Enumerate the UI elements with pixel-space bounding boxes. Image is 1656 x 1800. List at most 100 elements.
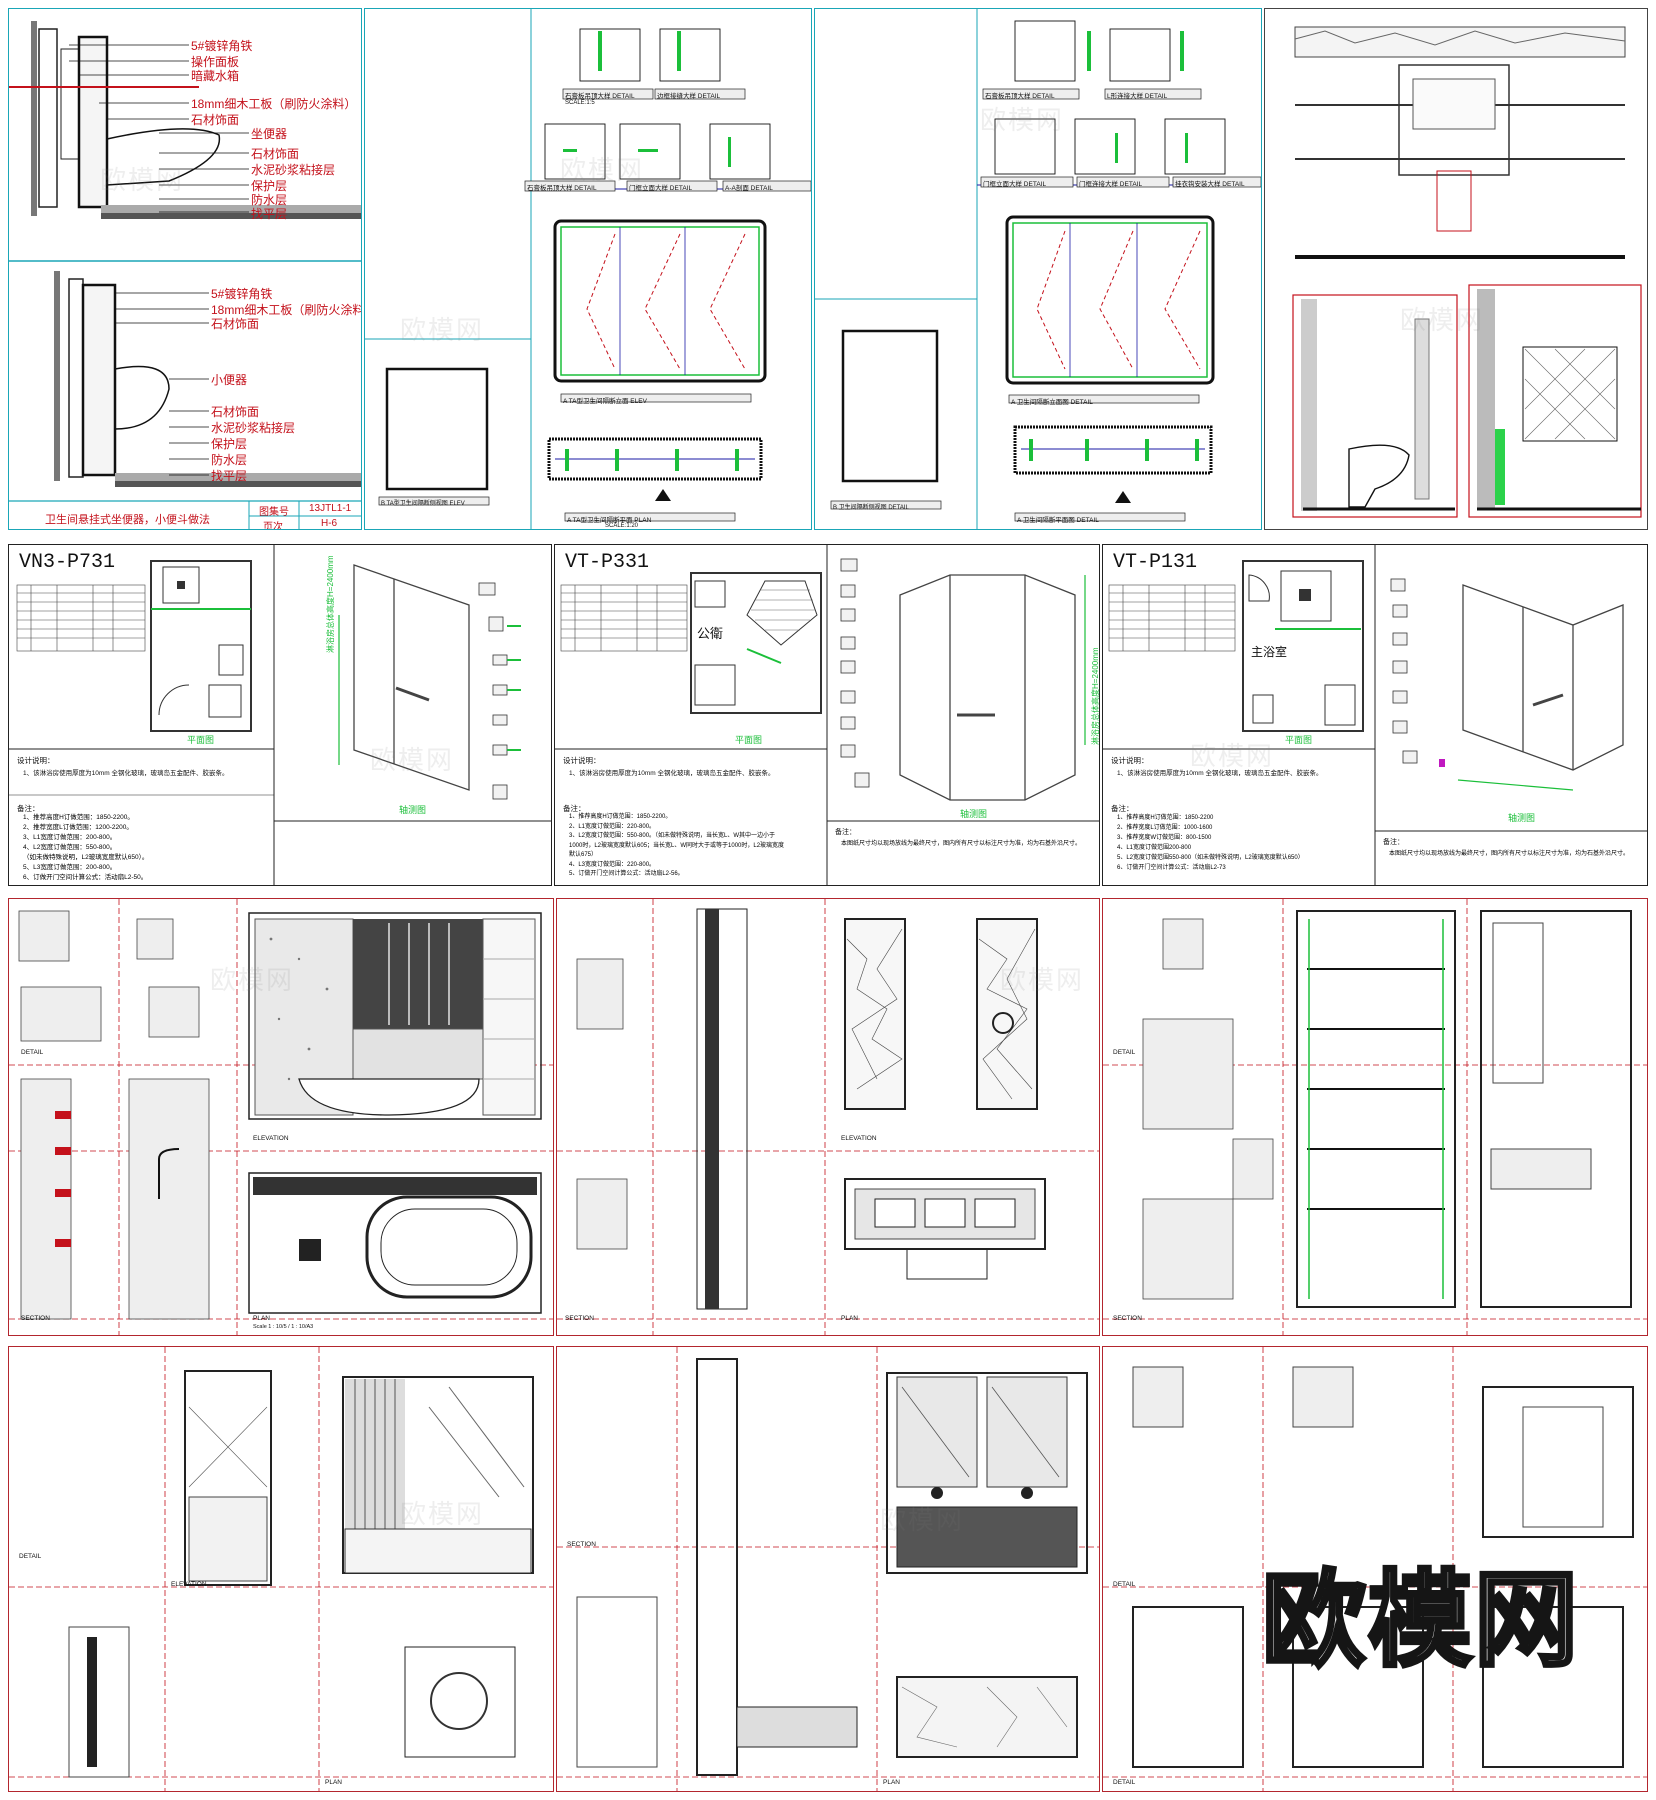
side-b-label: B 卫生间隔断侧视图 DETAIL [833, 505, 909, 511]
callout-plywood-b: 18mm细木工板（刷防火涂料） [211, 303, 362, 317]
r3a-section: SECTION [21, 1315, 50, 1322]
vt131-remark: 6、订做开门空间计算公式：活动扇L2-73 [1117, 865, 1226, 871]
sheet-shower-vt331: VT-P331 公衛 平面图 轴测图 淋浴房总体高度H=2400mm 设计说明：… [554, 544, 1100, 886]
vt131-room: 主浴室 [1251, 645, 1288, 659]
vn3-remark: 1、推荐高度H订做范围：1850-2200。 [23, 814, 134, 821]
vt331-axon-label: 轴测图 [960, 809, 988, 819]
vt331-remark: 1、推荐高度H订做范围：1850-2200。 [569, 814, 672, 820]
vt131-drawing [1103, 545, 1647, 885]
sheet-shower-vn3: VN3-P731 平面图 轴测图 淋浴房总体高度H=2400mm 设计说明： 1… [8, 544, 552, 886]
vn3-plan-label: 平面图 [187, 735, 215, 745]
vt331-remark: 3、L2宽度订做范围：550-800。（如未做特殊说明，当长宽L、W其中一边小于 [569, 833, 776, 839]
callout-angle-steel: 5#镀锌角铁 [191, 39, 253, 53]
r3a-scale: Scale 1 : 10/5 / 1 : 10/A3 [253, 1324, 314, 1330]
r3a-plan: PLAN [253, 1315, 270, 1322]
elev-b-label: A 卫生间隔断立面图 DETAIL [1011, 399, 1093, 406]
vn3-remark: 3、L1宽度订做范围：200-800。 [23, 834, 117, 841]
sheet-shower-vt131: VT-P131 主浴室 平面图 轴测图 设计说明： 1、该淋浴房使用厚度为10m… [1102, 544, 1648, 886]
vn3-remark: 6、订做开门空间计算公式：活动扇L2-50。 [23, 874, 148, 881]
vt131-remarks-title: 备注： [1111, 804, 1134, 813]
vt331-height: 淋浴房总体高度H=2400mm [1091, 647, 1100, 745]
plan-label: A TA型卫生间隔断平面 PLAN [567, 517, 652, 524]
vt331-drawing [555, 545, 1099, 885]
cabinet-detail-1-drawing [1103, 899, 1647, 1335]
watermark: 欧模网 [1400, 306, 1485, 336]
detail-label-3: 石膏板吊顶大样 DETAIL [527, 185, 597, 192]
r4b-section: SECTION [567, 1541, 596, 1548]
vt331-remark: 2、L1宽度订做范围：220-800。 [569, 823, 656, 830]
callout-protective: 保护层 [251, 179, 288, 193]
callout-mortar-b: 水泥砂浆粘接层 [211, 421, 296, 435]
sheet-partition-ta: 石膏板吊顶大样 DETAIL 边框接缝大样 DETAIL 石膏板吊顶大样 DET… [364, 8, 812, 530]
r4b-plan: PLAN [883, 1779, 900, 1786]
callout-angle-steel-b: 5#镀锌角铁 [211, 287, 273, 301]
vn3-design-title: 设计说明： [17, 756, 55, 765]
callout-toilet: 坐便器 [251, 127, 288, 141]
vt131-remark: 3、推荐宽度W订做范围：800-1500 [1117, 835, 1212, 841]
vn3-remark: 4、L2宽度订做范围：550-800。 [23, 844, 117, 851]
callout-control-panel: 操作面板 [191, 55, 240, 69]
callout-urinal: 小便器 [211, 373, 248, 387]
vt331-remark: 1000时，L2玻璃宽度默认605；当长宽L、W同时大于或等于1000时，L2玻… [569, 842, 785, 849]
vn3-remarks-title: 备注： [17, 804, 40, 813]
plan-b-label: A 卫生间隔断平面图 DETAIL [1017, 517, 1099, 524]
detail-label-4: 门框立面大样 DETAIL [629, 185, 693, 192]
vt131-remarks: 1、推荐高度H订做范围：1850-2200 2、推荐宽度L订做范围：1000-1… [1117, 813, 1304, 873]
vanity-detail-2-drawing [557, 1347, 1099, 1791]
vt331-remark: 5、订做开门空间计算公式：活动扇L2-56。 [569, 871, 684, 877]
vt331-remark: 默认675） [569, 852, 598, 858]
vt131-note-title: 备注： [1383, 839, 1404, 846]
vt131-remark: 2、推荐宽度L订做范围：1000-1600 [1117, 825, 1213, 831]
partition-b-drawing [815, 9, 1261, 529]
vt131-remark: 4、L1宽度订做范围200-800 [1117, 845, 1192, 851]
title-page-label: 页次 [263, 522, 283, 530]
brand-watermark-logo: 欧模网 [1260, 1557, 1581, 1683]
watermark: 欧模网 [880, 1506, 965, 1536]
sheet-toilet-urinal-detail: 5#镀锌角铁 操作面板 暗藏水箱 18mm细木工板（刷防火涂料） 石材饰面 坐便… [8, 8, 362, 530]
vt131-axon-label: 轴测图 [1508, 813, 1536, 823]
watermark: 欧模网 [370, 746, 455, 776]
callout-stone-finish-2: 石材饰面 [251, 147, 300, 161]
callout-stone-b: 石材饰面 [211, 317, 260, 331]
cabinet-detail-2-drawing [1103, 1347, 1647, 1791]
r4c-detail: DETAIL [1113, 1581, 1136, 1588]
detail-b-5: 挂衣钩安装大样 DETAIL [1175, 181, 1245, 188]
vn3-remark: 2、推荐宽度L订做范围：1200-2200。 [23, 824, 133, 831]
detail-label-5: A-A剖面 DETAIL [725, 185, 773, 192]
vn3-drawing [9, 545, 551, 885]
sheet-cabinet-detail-1: DETAIL SECTION [1102, 898, 1648, 1336]
vanity-detail-1-drawing [557, 899, 1099, 1335]
callout-leveling: 找平层 [251, 207, 288, 221]
side-label: B TA型卫生间隔断侧视图 ELEV [381, 501, 465, 507]
r3c-detail: DETAIL [1113, 1049, 1136, 1056]
vn3-remarks: 1、推荐高度H订做范围：1850-2200。 2、推荐宽度L订做范围：1200-… [23, 813, 148, 883]
partition-ta-drawing [365, 9, 811, 529]
watermark: 欧模网 [560, 156, 645, 186]
sheet-vanity-detail-2: SECTION PLAN [556, 1346, 1100, 1792]
callout-protective-b: 保护层 [211, 437, 248, 451]
callout-stone-finish: 石材饰面 [191, 113, 240, 127]
detail-label-2: 边框接缝大样 DETAIL [657, 93, 721, 100]
vt131-design-note: 1、该淋浴房使用厚度为10mm 全钢化玻璃，玻璃岛五金配件、胶嵌条。 [1117, 770, 1323, 777]
callout-waterproof-b: 防水层 [211, 453, 248, 467]
r3b-plan: PLAN [841, 1315, 858, 1322]
watermark: 欧模网 [400, 316, 485, 346]
vn3-design-note: 1、该淋浴房使用厚度为10mm 全钢化玻璃，玻璃岛五金配件、胶嵌条。 [23, 770, 229, 777]
vt131-note: 本图纸尺寸均以现场放线为最终尺寸，图内所有尺寸以标注尺寸为准，均为石基外沿尺寸。 [1389, 851, 1630, 857]
sheet-vanity-detail-1: SECTION ELEVATION PLAN [556, 898, 1100, 1336]
bath-detail-1-drawing [9, 899, 553, 1335]
elev-label: A TA型卫生间隔断立面 ELEV [563, 398, 647, 405]
vt131-remark: 5、L2宽度订做范围550-800（如未做特殊说明，L2玻璃宽度默认650） [1117, 855, 1304, 861]
callout-hidden-tank: 暗藏水箱 [191, 69, 240, 83]
vn3-axon-label: 轴测图 [399, 805, 427, 815]
r3c-section: SECTION [1113, 1315, 1142, 1322]
vt331-code: VT-P331 [565, 551, 650, 574]
vt331-plan-label: 平面图 [735, 735, 763, 745]
r4a-plan: PLAN [325, 1779, 342, 1786]
vt131-design-title: 设计说明： [1111, 756, 1149, 765]
detail-b-4: 门框连接大样 DETAIL [1079, 181, 1143, 188]
vt131-code: VT-P131 [1113, 551, 1198, 574]
detail-label-1: 石膏板吊顶大样 DETAIL [565, 93, 635, 100]
detail-b-2: L形连接大样 DETAIL [1107, 93, 1168, 100]
watermark: 欧模网 [100, 166, 185, 196]
